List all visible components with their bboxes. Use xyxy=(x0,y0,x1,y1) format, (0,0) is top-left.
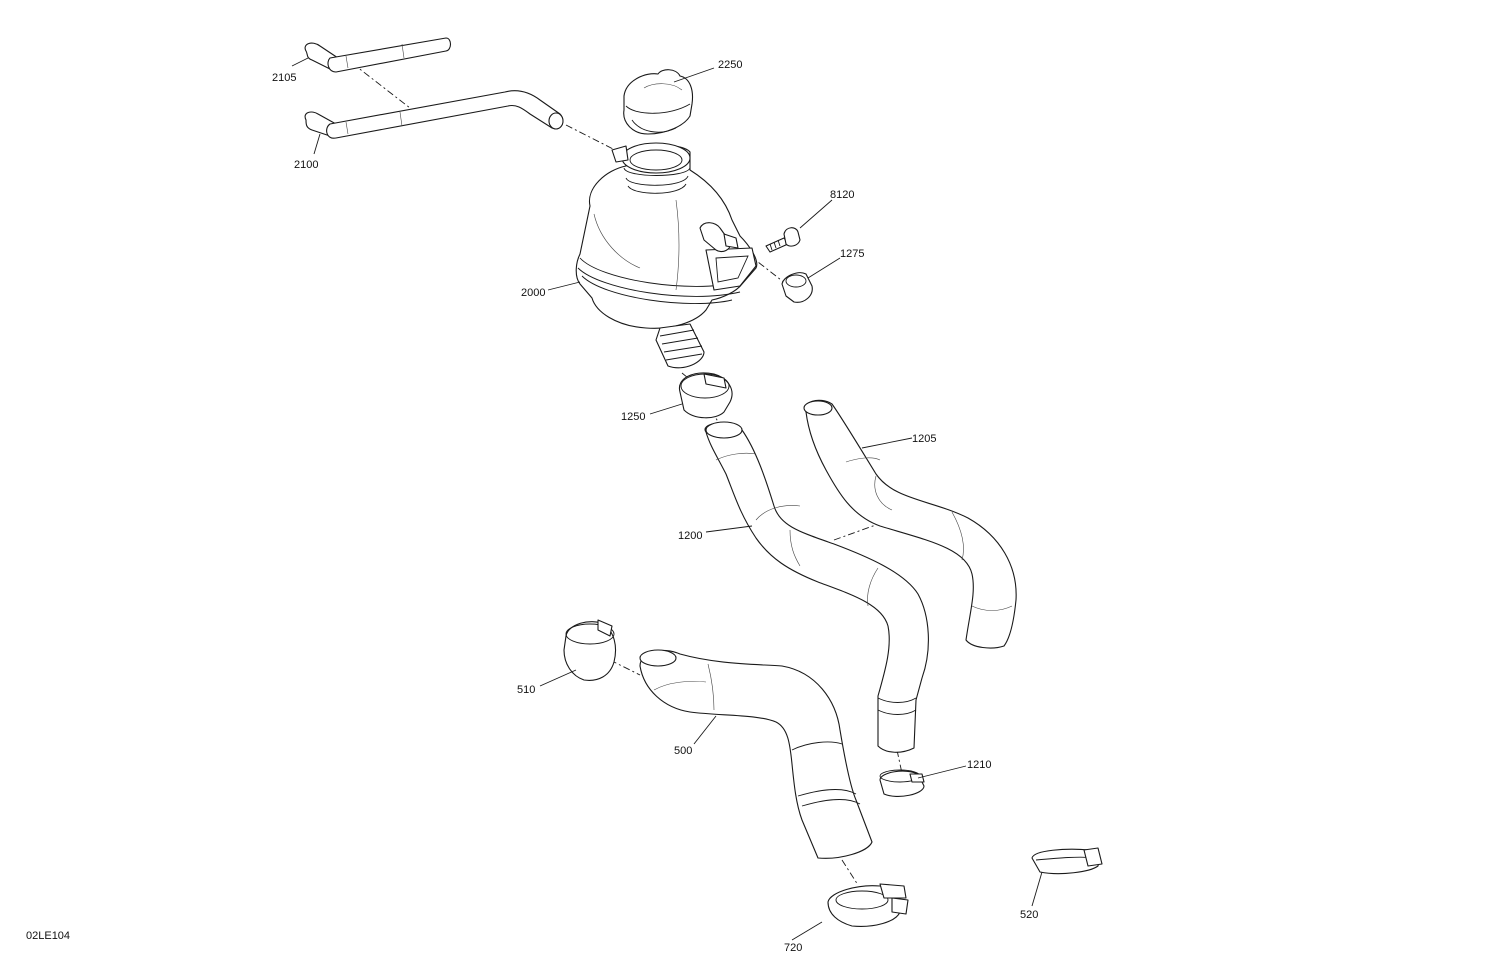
callout-2105: 2105 xyxy=(272,72,296,84)
callout-labels: 2105 2100 2250 8120 1275 2000 1250 1205 … xyxy=(272,59,1038,954)
callout-500: 500 xyxy=(674,745,692,757)
callout-2100: 2100 xyxy=(294,159,318,171)
part-500-coolant-hose[interactable] xyxy=(639,649,873,859)
part-1210-hose-clamp[interactable] xyxy=(879,769,925,797)
part-2100-vent-hose[interactable] xyxy=(304,90,564,139)
callout-1275: 1275 xyxy=(840,248,864,260)
part-520-hose-clamp[interactable] xyxy=(1031,847,1103,875)
part-1205-coolant-hose[interactable] xyxy=(803,399,1017,649)
callout-720: 720 xyxy=(784,942,802,954)
callout-520: 520 xyxy=(1020,909,1038,921)
drawing-number: 02LE104 xyxy=(26,930,70,942)
callout-2250: 2250 xyxy=(718,59,742,71)
callout-1200: 1200 xyxy=(678,530,702,542)
callout-510: 510 xyxy=(517,684,535,696)
part-2250-pressure-cap[interactable] xyxy=(623,69,694,135)
callout-1210: 1210 xyxy=(967,759,991,771)
callout-1250: 1250 xyxy=(621,411,645,423)
part-2000-coolant-tank[interactable] xyxy=(575,142,758,369)
part-510-hose-clamp[interactable] xyxy=(563,619,617,681)
callout-8120: 8120 xyxy=(830,189,854,201)
callout-1205: 1205 xyxy=(912,433,936,445)
part-2105-small-hose[interactable] xyxy=(304,37,452,73)
part-1250-hose-clamp[interactable] xyxy=(678,372,733,419)
part-1275-nut[interactable] xyxy=(781,272,813,303)
leader-lines xyxy=(291,57,1043,941)
part-1200-coolant-hose[interactable] xyxy=(704,421,929,753)
part-720-hose-clamp[interactable] xyxy=(827,883,909,927)
part-8120-bolt[interactable] xyxy=(765,227,801,253)
callout-2000: 2000 xyxy=(521,287,545,299)
